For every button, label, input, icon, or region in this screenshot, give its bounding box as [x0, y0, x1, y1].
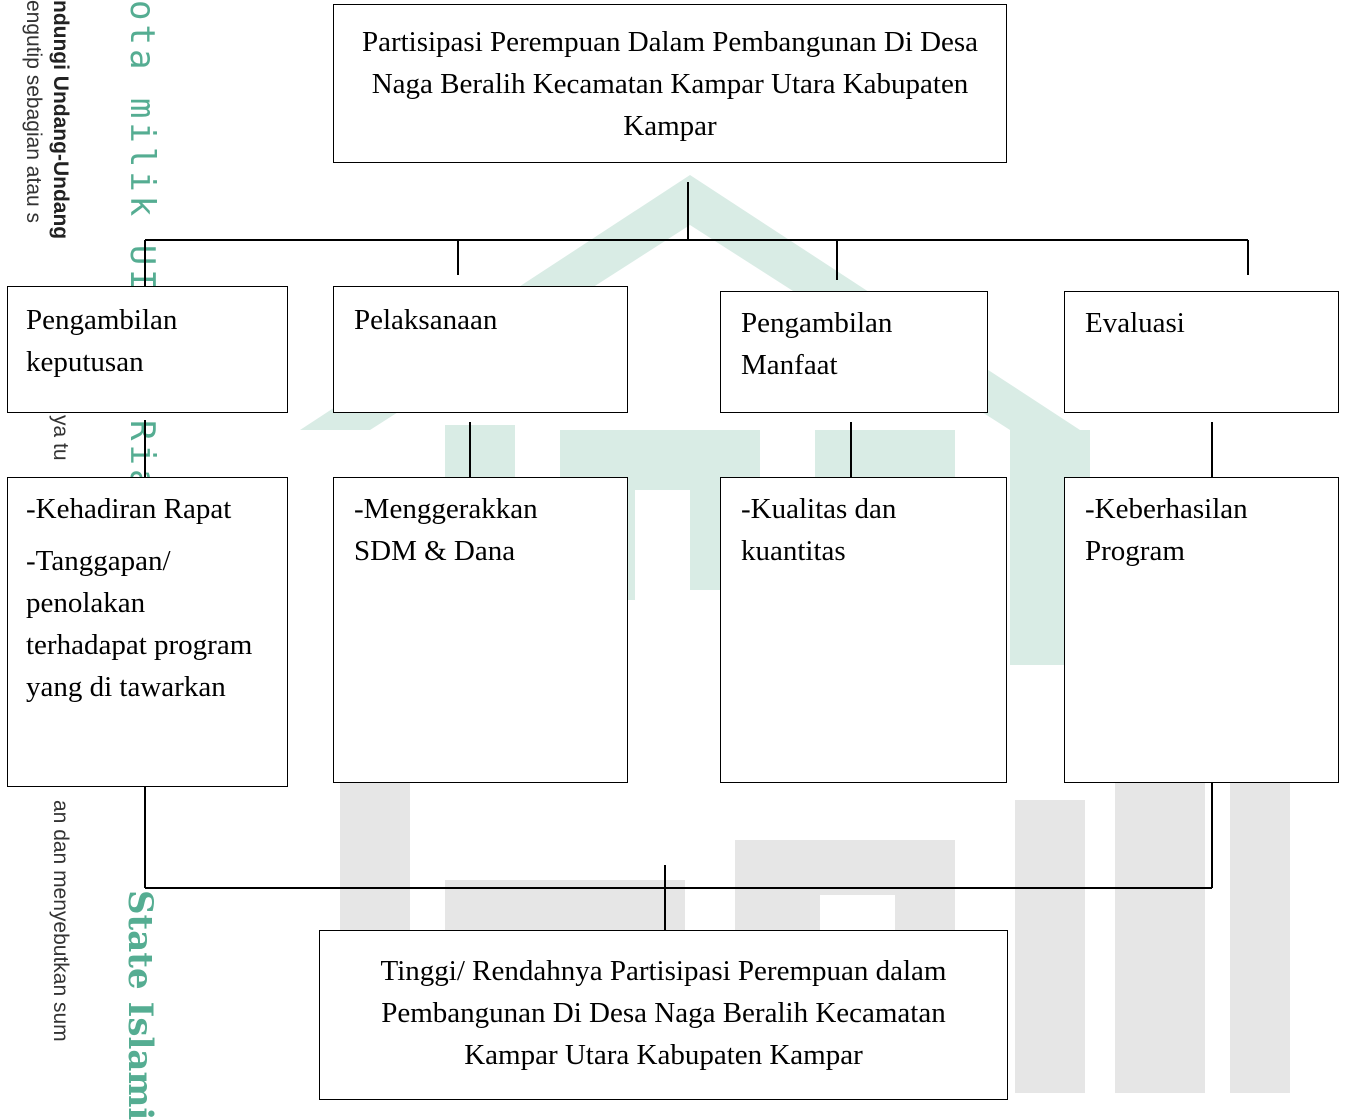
category-box-benefit: Pengambilan Manfaat	[720, 291, 988, 413]
bottom-box-text: Tinggi/ Rendahnya Partisipasi Perempuan …	[380, 955, 947, 1071]
indicator-text: -Kehadiran Rapat	[26, 493, 232, 525]
category-label: Pengambilan keputusan	[26, 304, 178, 378]
category-label: Evaluasi	[1085, 307, 1185, 339]
category-label: Pelaksanaan	[354, 304, 498, 336]
category-box-decision: Pengambilan keputusan	[7, 286, 288, 413]
indicator-text: -Menggerakkan SDM & Dana	[354, 493, 538, 567]
category-box-evaluation: Evaluasi	[1064, 291, 1339, 413]
indicator-box-decision: -Kehadiran Rapat -Tanggapan/ penolakan t…	[7, 477, 288, 787]
indicator-text: -Keberhasilan Program	[1085, 493, 1248, 567]
indicator-box-evaluation: -Keberhasilan Program	[1064, 477, 1339, 783]
indicator-box-benefit: -Kualitas dan kuantitas	[720, 477, 1007, 783]
connector-lines	[144, 182, 1249, 930]
indicator-text: -Tanggapan/ penolakan terhadapat program…	[26, 545, 253, 703]
bottom-box: Tinggi/ Rendahnya Partisipasi Perempuan …	[319, 930, 1008, 1100]
indicator-box-implementation: -Menggerakkan SDM & Dana	[333, 477, 628, 783]
category-label: Pengambilan Manfaat	[741, 307, 893, 381]
category-box-implementation: Pelaksanaan	[333, 286, 628, 413]
top-box-text: Partisipasi Perempuan Dalam Pembangunan …	[361, 26, 979, 142]
top-box: Partisipasi Perempuan Dalam Pembangunan …	[333, 4, 1007, 163]
indicator-text: -Kualitas dan kuantitas	[741, 493, 897, 567]
